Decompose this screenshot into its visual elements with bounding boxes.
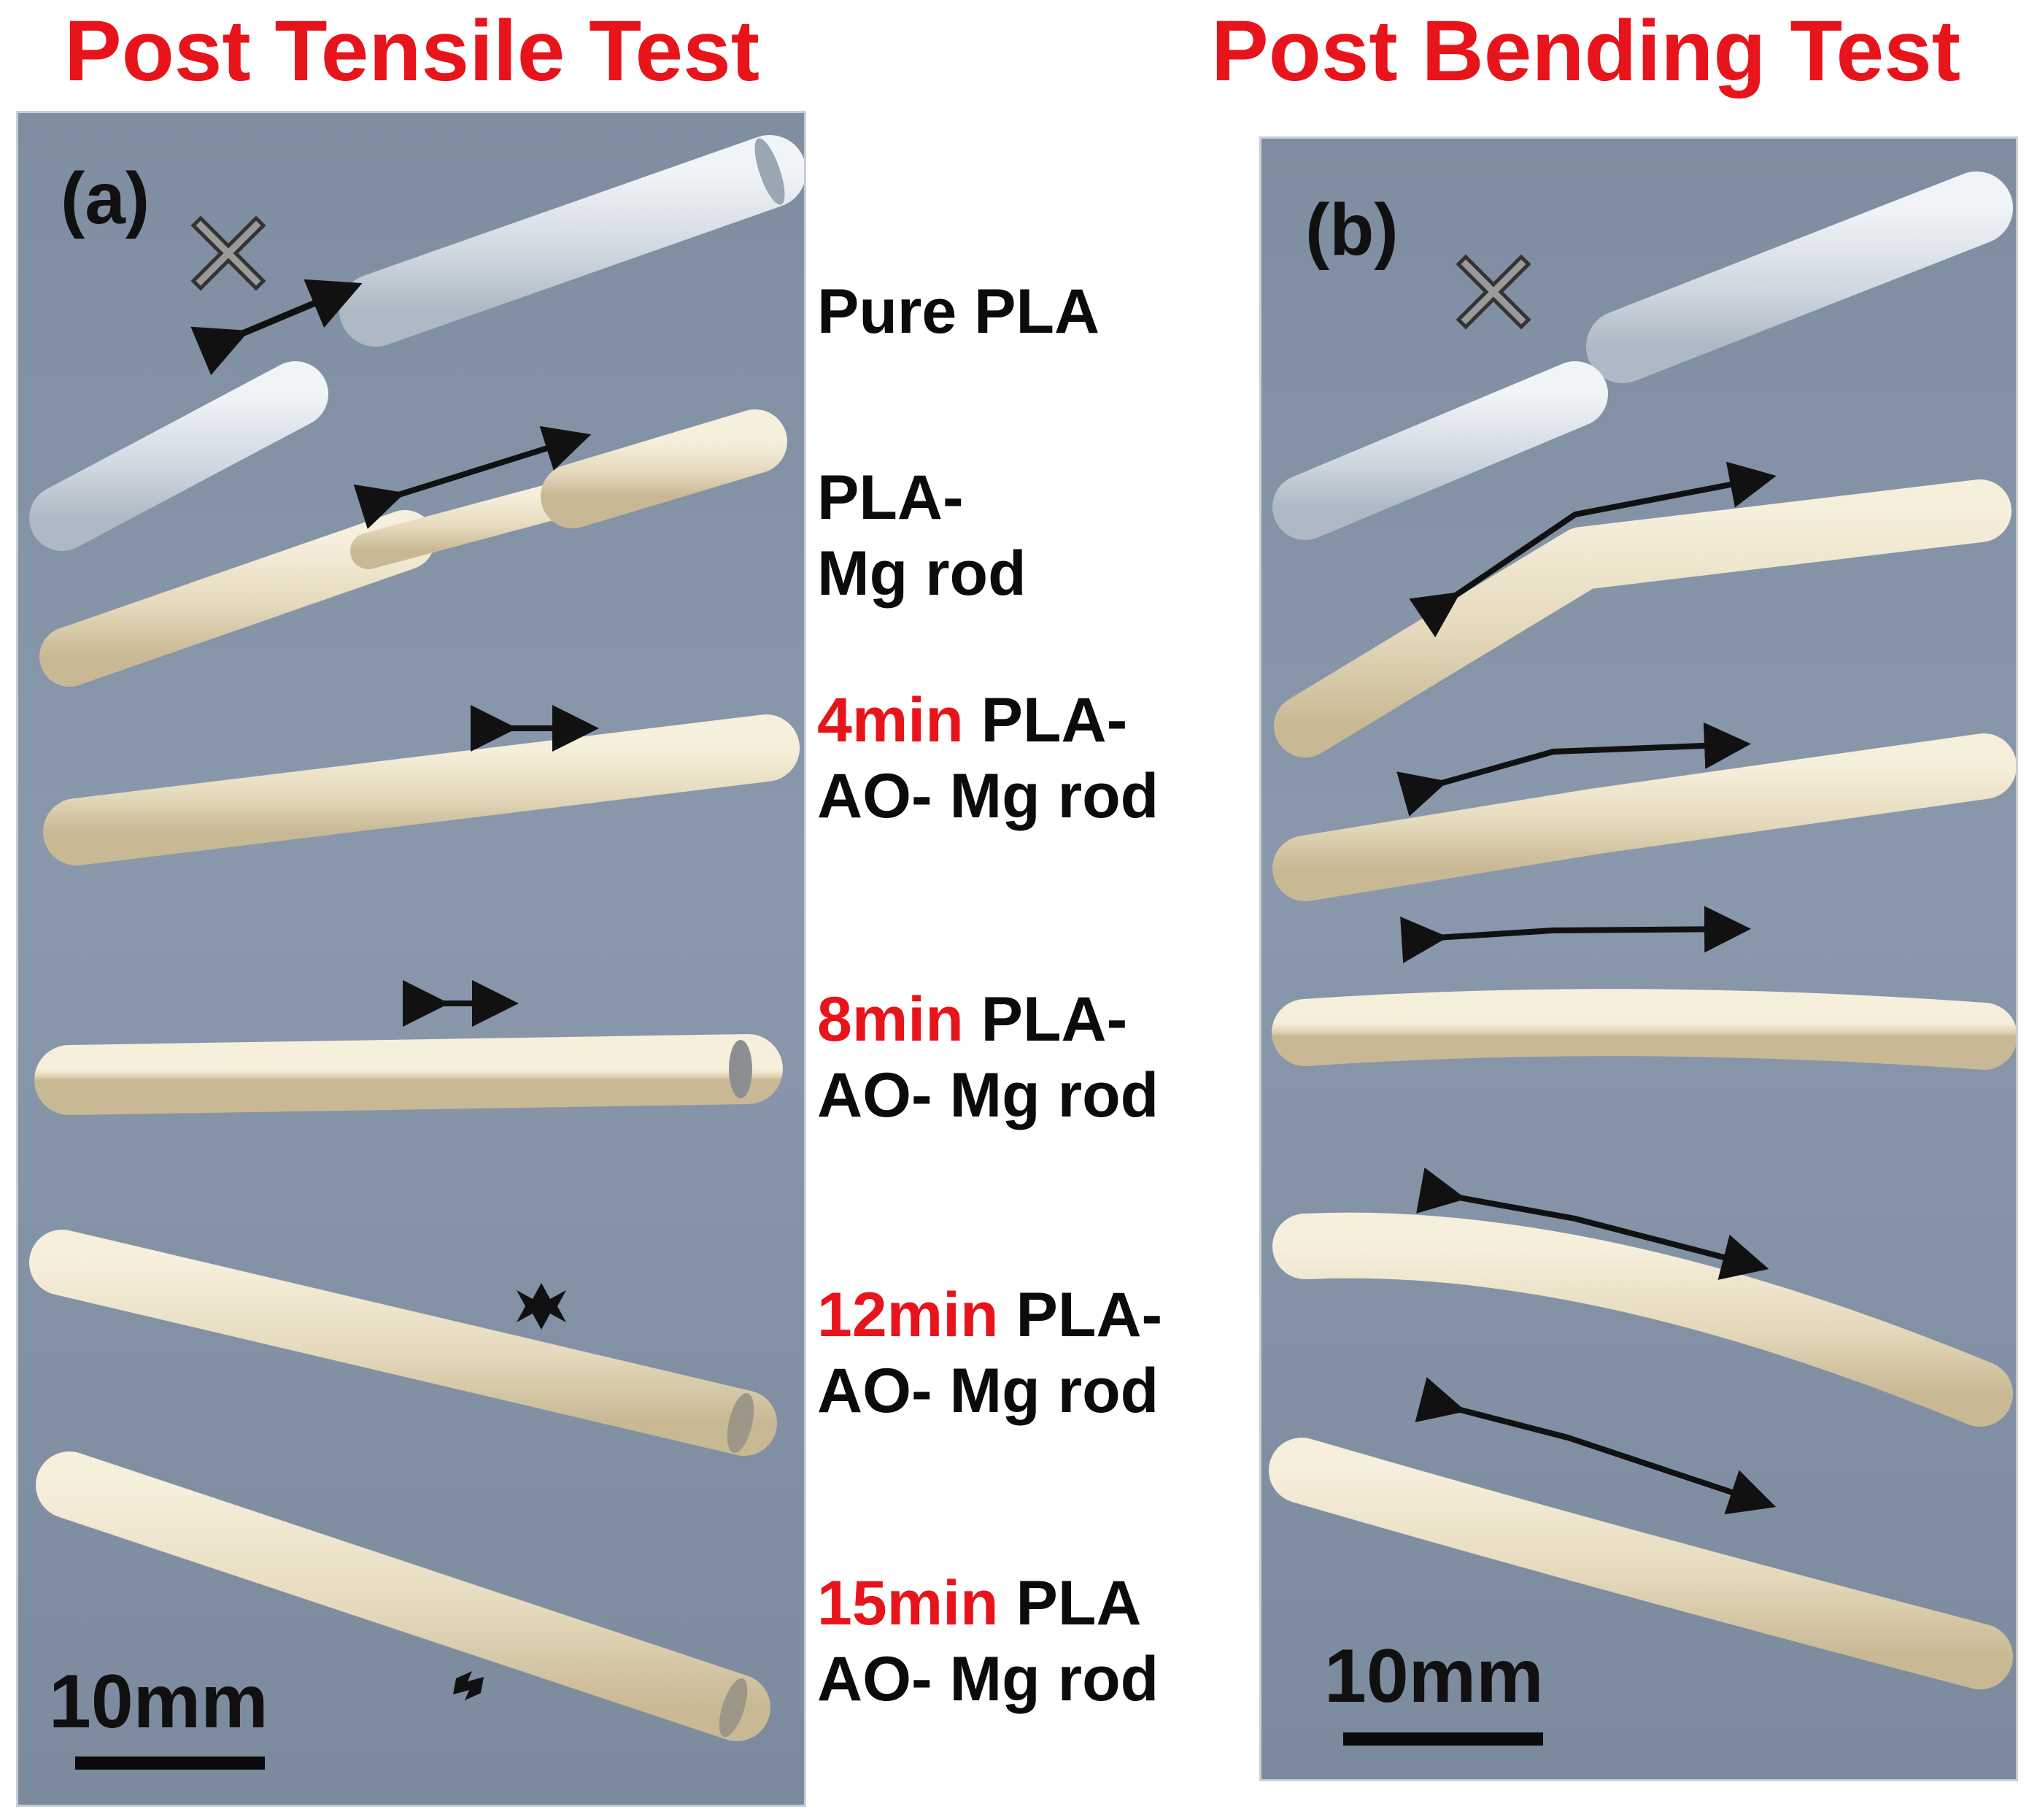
bend-arrow-3: [1400, 906, 1751, 963]
sample-label-4min: 4min PLA- AO- Mg rod: [817, 685, 1159, 831]
pure-pla-rod: [29, 135, 804, 551]
gap-arrow-2: [353, 425, 592, 529]
bend-arrow-2: [1396, 722, 1751, 817]
sample-label-pla-mg: PLA- Mg rod: [817, 463, 1027, 609]
scale-bar-label: 10mm: [49, 1659, 268, 1744]
tensile-photo-panel: (a) 10mm: [16, 111, 806, 1807]
tensile-test-title: Post Tensile Test: [64, 3, 760, 99]
rod-12min: [1272, 1212, 2013, 1427]
rod-12min: [29, 1230, 777, 1456]
pla-mg-rod: [1274, 479, 2011, 757]
sample-label-pure-pla: Pure PLA: [817, 277, 1100, 347]
rod-4min: [43, 714, 800, 865]
gap-arrow-1: [190, 279, 363, 376]
bend-arrow-1: [1409, 461, 1777, 638]
sample-label-12min: 12min PLA- AO- Mg rod: [817, 1280, 1163, 1426]
rod-15min: [1269, 1438, 2013, 1689]
bending-rods-illustration: [1269, 171, 2016, 1689]
panel-a-label: (a): [61, 158, 150, 239]
break-mark-icon: [453, 1671, 484, 1700]
scale-bar-label: 10mm: [1324, 1634, 1544, 1719]
sample-label-15min: 15min PLA AO- Mg rod: [817, 1568, 1159, 1714]
panel-b-label: (b): [1305, 189, 1399, 271]
tensile-rods-illustration: [29, 135, 804, 1741]
bend-arrow-5: [1415, 1377, 1777, 1515]
rod-8min: [34, 1034, 783, 1115]
rod-8min: [1272, 989, 2016, 1070]
bending-test-title: Post Bending Test: [1211, 3, 1961, 99]
fracture-x-icon: [1456, 254, 1531, 330]
bending-photo-panel: (b) 10mm: [1259, 136, 2018, 1781]
pure-pla-rod: [1272, 171, 2013, 540]
fracture-x-icon: [190, 215, 266, 291]
rod-15min: [36, 1451, 770, 1741]
sample-label-8min: 8min PLA- AO- Mg rod: [817, 984, 1159, 1130]
rod-4min: [1272, 733, 2016, 901]
scale-bar: [75, 1757, 265, 1770]
scale-bar: [1343, 1732, 1543, 1746]
bend-arrow-4: [1416, 1167, 1769, 1280]
break-mark-icon: [517, 1283, 566, 1330]
